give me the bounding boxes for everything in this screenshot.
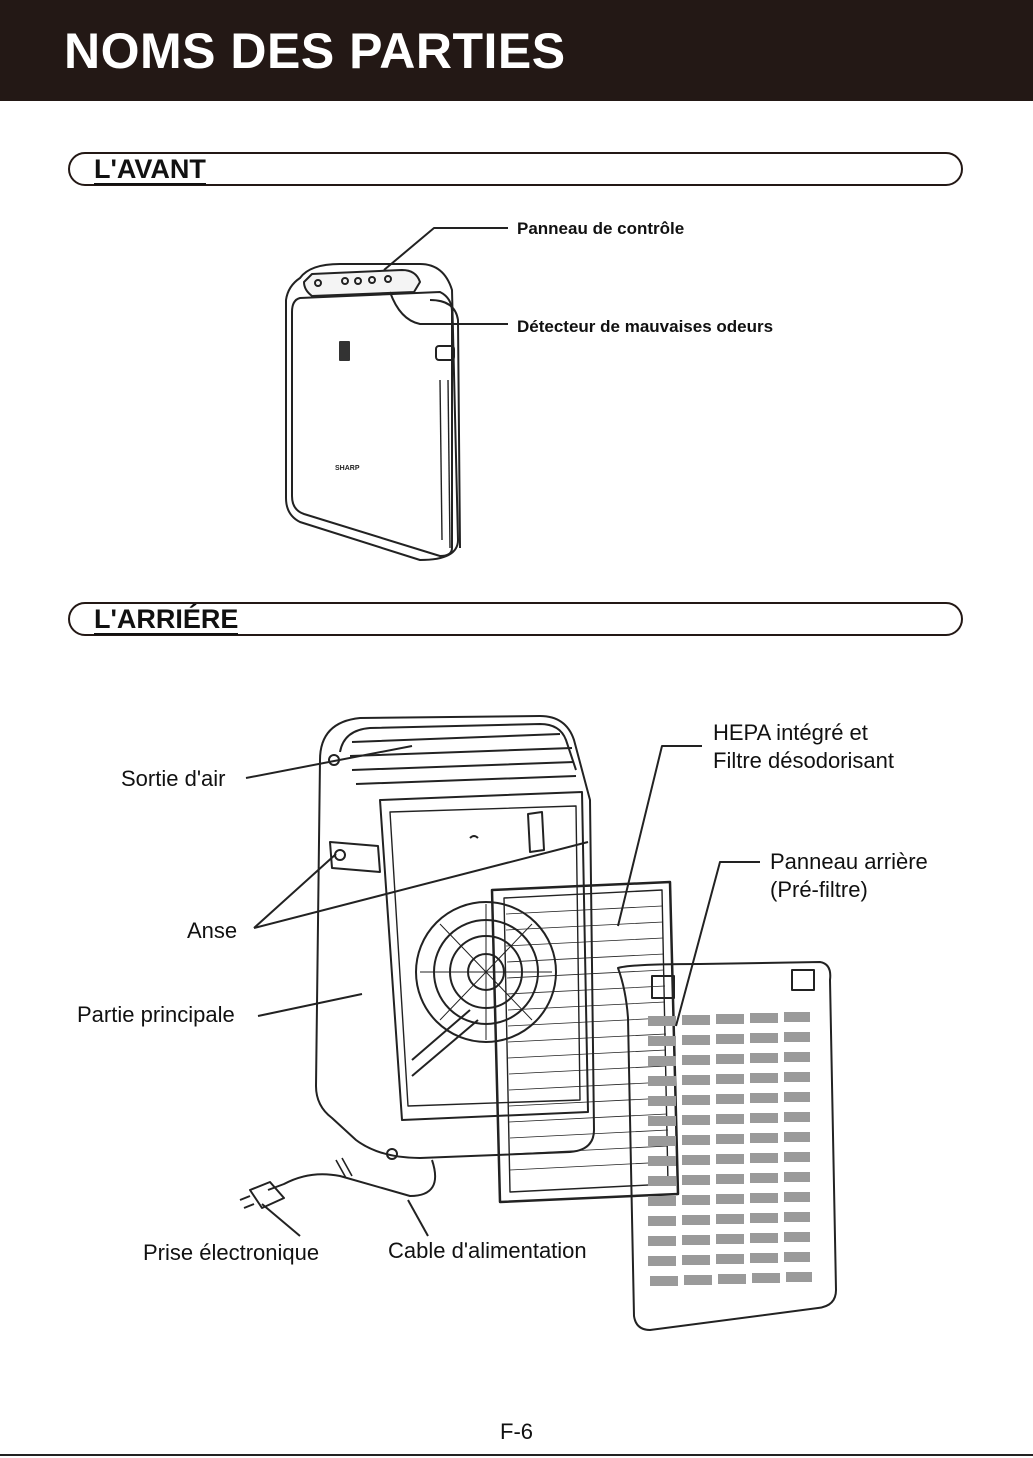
leader-back-panel [676,862,760,1026]
label-control-panel: Panneau de contrôle [517,219,684,239]
label-air-outlet: Sortie d'air [121,766,225,792]
label-hepa-filter: HEPA intégré et Filtre désodorisant [713,719,894,775]
leader-handle-2 [254,842,588,928]
label-hepa-line1: HEPA intégré et [713,719,894,747]
label-back-panel-line2: (Pré-filtre) [770,876,928,904]
label-hepa-line2: Filtre désodorisant [713,747,894,775]
front-unit-illustration [286,264,460,560]
back-panel-grille [648,1012,812,1286]
leader-main-body [258,994,362,1016]
label-power-cord: Cable d'alimentation [388,1238,587,1264]
label-odor-sensor: Détecteur de mauvaises odeurs [517,317,773,337]
leader-air-outlet [246,746,412,778]
label-plug: Prise électronique [143,1240,319,1266]
leader-hepa [618,746,702,926]
power-cord-illustration [240,1158,435,1208]
rear-main-body-illustration [316,716,594,1159]
label-main-body: Partie principale [77,1002,235,1028]
footer-rule [0,1454,1033,1456]
leader-plug [262,1204,300,1236]
brand-logo: SHARP [335,465,360,472]
label-handle: Anse [187,918,237,944]
label-back-panel-line1: Panneau arrière [770,848,928,876]
label-back-panel: Panneau arrière (Pré-filtre) [770,848,928,904]
leader-odor-sensor [390,292,508,324]
leader-power-cord [408,1200,428,1236]
page-number: F-6 [0,1419,1033,1445]
